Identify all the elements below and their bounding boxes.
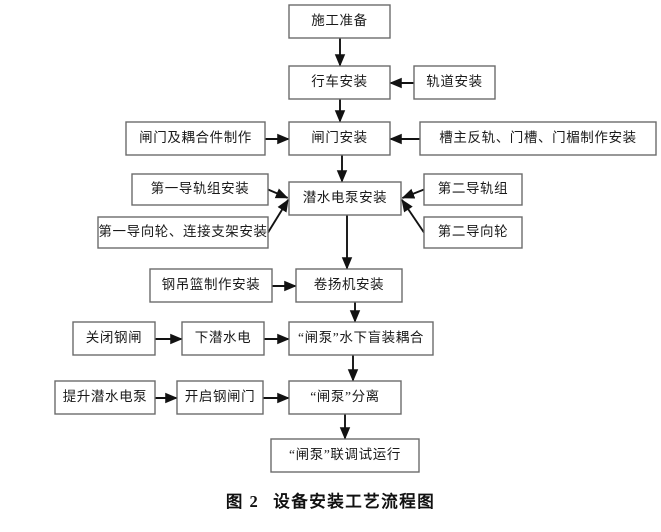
flow-node[interactable]: 提升潜水电泵 [54,380,156,415]
flow-node[interactable]: 第一导轨组安装 [131,173,269,206]
flow-node[interactable]: “闸泵”分离 [288,380,402,415]
flow-node-label: 开启钢闸门 [185,389,256,404]
flow-node[interactable]: 轨道安装 [413,65,496,100]
flow-node-label: 卷扬机安装 [314,277,385,292]
flow-node[interactable]: 行车安装 [288,65,391,100]
flow-node[interactable]: 钢吊篮制作安装 [149,268,273,303]
flow-node-label: 闸门安装 [311,130,367,145]
flow-node[interactable]: “闸泵”水下盲装耦合 [288,321,434,356]
figure-caption-number: 图 2 [225,492,260,511]
flow-node-box[interactable] [288,380,402,415]
flow-node-box[interactable] [288,181,402,216]
flow-node-box[interactable] [72,321,156,356]
flow-node-box[interactable] [288,121,391,156]
flow-node-box[interactable] [288,321,434,356]
flow-node-label: 提升潜水电泵 [63,389,148,404]
flow-arrow-n08-to-n07 [267,188,289,199]
flow-node-label: 槽主反轨、门槽、门楣制作安装 [439,130,636,145]
flow-node-box[interactable] [149,268,273,303]
flow-node-box[interactable] [295,268,403,303]
flow-node-label: “闸泵”联调试运行 [289,447,401,462]
flow-node-box[interactable] [288,65,391,100]
flow-node[interactable]: 下潜水电 [181,321,265,356]
flow-node[interactable]: 卷扬机安装 [295,268,403,303]
flow-node-box[interactable] [270,438,420,473]
flow-node[interactable]: “闸泵”联调试运行 [270,438,420,473]
flow-node-box[interactable] [54,380,156,415]
flow-node[interactable]: 施工准备 [288,4,391,39]
flow-node-label: 关闭钢闸 [86,330,142,345]
flow-node-label: 潜水电泵安装 [303,190,388,205]
flow-node[interactable]: 第二导向轮 [423,216,523,249]
flow-node-box[interactable] [419,121,657,156]
flow-node-box[interactable] [413,65,496,100]
edge-layer [155,38,425,440]
flow-node-box[interactable] [131,173,269,206]
flow-node[interactable]: 关闭钢闸 [72,321,156,356]
flow-node-label: 第一导轨组安装 [151,180,250,196]
flow-node[interactable]: 第一导向轮、连接支架安装 [97,216,269,249]
figure-caption: 图 2 设备安装工艺流程图 [0,488,661,512]
flow-node-label: 轨道安装 [426,74,482,89]
flow-node-box[interactable] [423,173,523,206]
flow-node[interactable]: 槽主反轨、门槽、门楣制作安装 [419,121,657,156]
flow-arrow-n09-to-n07 [267,199,290,233]
flow-node[interactable]: 潜水电泵安装 [288,181,402,216]
flow-node-label: 闸门及耦合件制作 [139,130,252,145]
flow-node[interactable]: 第二导轨组 [423,173,523,206]
flow-node-box[interactable] [97,216,269,249]
flow-node[interactable]: 开启钢闸门 [176,380,264,415]
flow-node-label: 施工准备 [311,12,367,28]
flow-node-box[interactable] [181,321,265,356]
flow-node-label: 第二导向轮 [438,223,509,239]
flow-node[interactable]: 闸门安装 [288,121,391,156]
flow-arrow-n10-to-n07 [401,188,425,199]
flow-node-label: “闸泵”分离 [310,388,380,404]
flow-arrow-n11-to-n07 [401,199,425,234]
figure-caption-title: 设备安装工艺流程图 [273,492,436,511]
flow-node-box[interactable] [423,216,523,249]
flow-node-label: 钢吊篮制作安装 [162,277,261,292]
flow-node-box[interactable] [176,380,264,415]
flow-node-box[interactable] [125,121,266,156]
flow-node-label: 第二导轨组 [438,180,509,196]
flow-node-label: “闸泵”水下盲装耦合 [298,329,424,345]
flow-node-label: 第一导向轮、连接支架安装 [98,223,267,239]
flow-node[interactable]: 闸门及耦合件制作 [125,121,266,156]
flow-node-label: 行车安装 [311,73,367,89]
flow-node-box[interactable] [288,4,391,39]
flow-node-label: 下潜水电 [195,330,251,345]
